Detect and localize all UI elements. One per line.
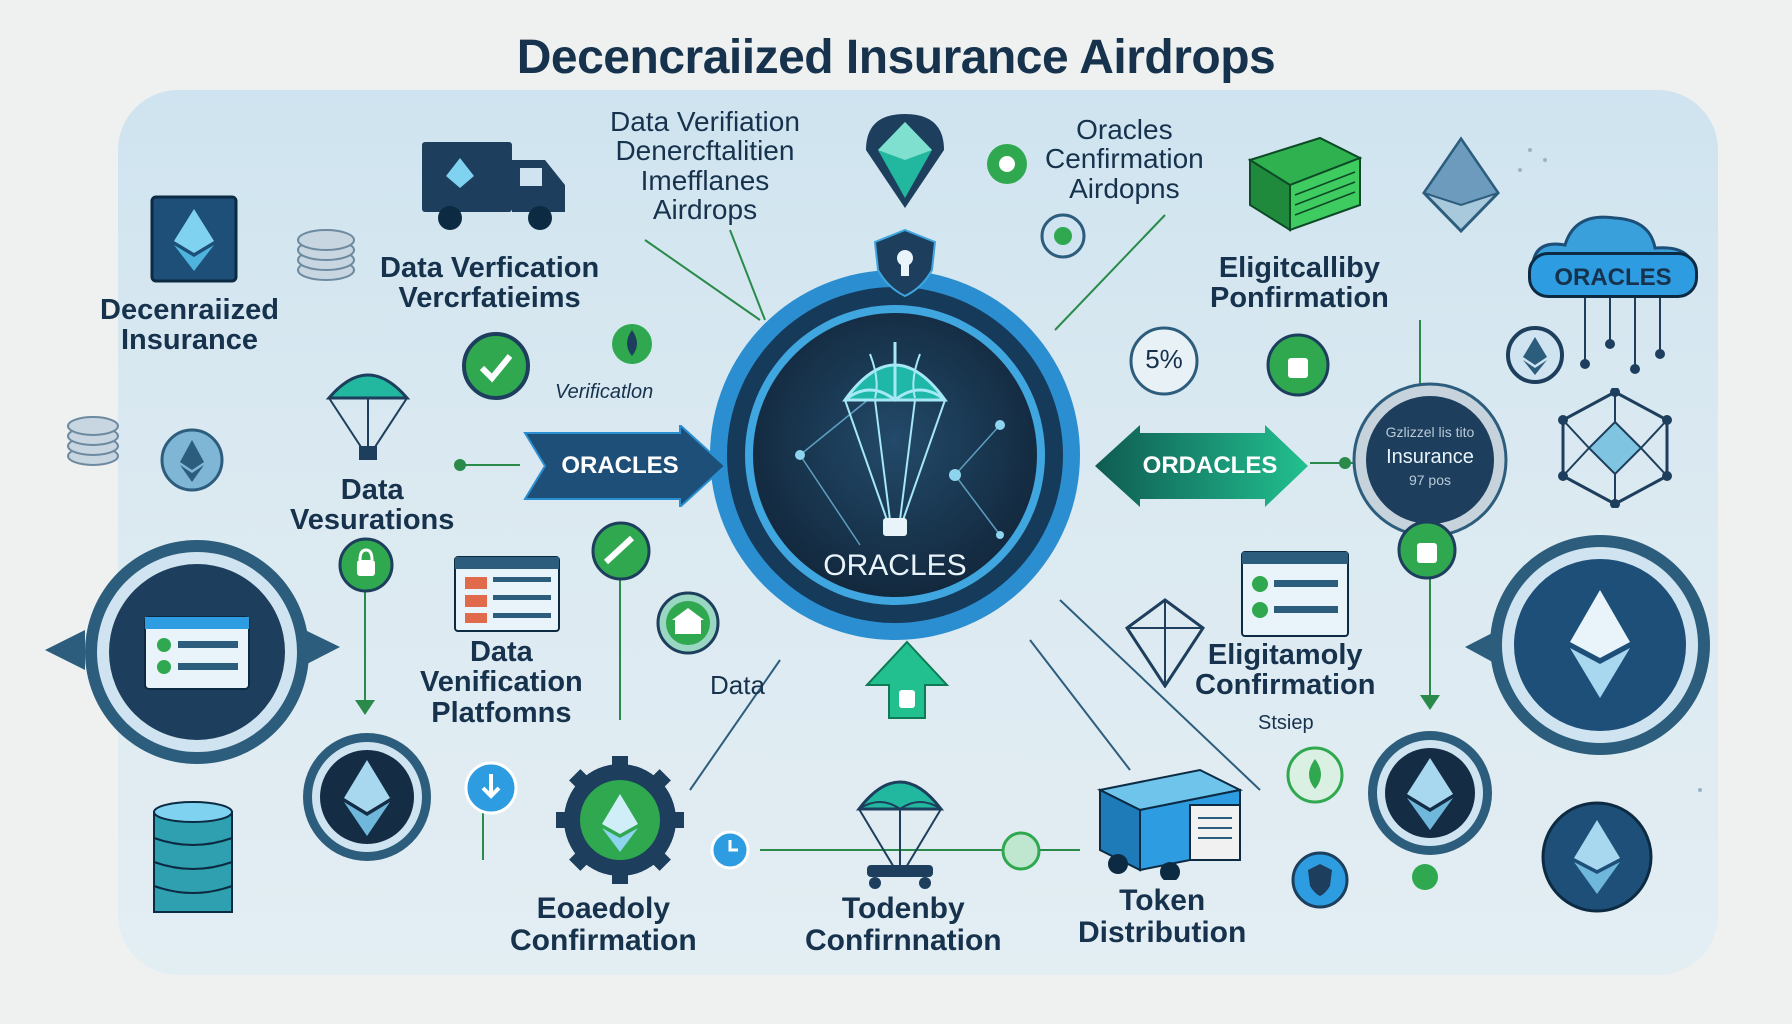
data-platforms-line1: Data — [469, 636, 533, 668]
data-platforms-line2: Venification — [420, 666, 583, 699]
decentralized-insurance-line1: Decenraiized — [100, 294, 279, 326]
eligibility-top-line1: Eligitcalliby — [1218, 252, 1380, 284]
data-platforms-line3: Platfomns — [431, 696, 572, 729]
ethereum-ring-icon — [303, 733, 431, 861]
green-badge-icon — [987, 144, 1027, 184]
insurance-seal-icon — [1352, 382, 1508, 538]
steep-label: Stsiep — [1258, 712, 1314, 734]
ethereum-tile-icon — [150, 195, 238, 283]
percent-badge-bg — [1129, 326, 1199, 396]
top-center-line4: Airdrops — [652, 194, 758, 226]
seal-line2: Insurance — [1386, 446, 1474, 468]
top-center-label: Data Verifiation Denercftalitien Imeffla… — [610, 107, 800, 225]
parachute-bottom-icon — [855, 780, 945, 889]
decentralized-insurance-label: Decenraiized Insurance — [100, 295, 279, 356]
ethereum-ring-icon-2 — [1368, 731, 1492, 855]
coin-icon — [1040, 213, 1086, 259]
pointer-arrow-left-2 — [1465, 630, 1498, 665]
stacked-documents-icon — [1247, 136, 1363, 232]
data-verification-line2: Vercrfatieims — [398, 282, 581, 315]
parachute-icon — [842, 342, 948, 536]
cloud-oracles-label: ORACLES — [1528, 252, 1698, 298]
pointer-arrow-right — [305, 630, 340, 665]
ethereum-coin-icon-2 — [1541, 801, 1653, 913]
seal-line1: Gzlizzel lis tito — [1385, 424, 1475, 440]
page-title: Decencraiized Insurance Airdrops — [516, 31, 1276, 84]
bottom-right-line2: Distribution — [1078, 915, 1247, 949]
data-verification-line1: Data Verfication — [380, 252, 600, 284]
verification-small-label: Verificatlon — [555, 381, 654, 403]
green-dot-small-icon — [1412, 864, 1438, 890]
shield-icon — [873, 228, 937, 298]
data-vesurations-label: Data Vesurations — [290, 475, 454, 536]
percent-badge: 5% — [1145, 344, 1183, 374]
bottom-mid-line2: Confirnnation — [805, 923, 1002, 957]
data-vesurations-line1: Data — [340, 474, 404, 506]
top-center-line2: Denercftalitien — [615, 135, 795, 167]
oracles-arrow-right — [1095, 425, 1308, 507]
parachute-small-icon — [325, 373, 411, 460]
clock-badge-icon — [710, 830, 750, 870]
eligibility-bottom-line2: Confirmation — [1195, 669, 1376, 702]
central-oracle-hub — [710, 270, 1080, 640]
bottom-mid-line1: Todenby — [841, 892, 965, 925]
lock-badge-icon-3 — [1397, 520, 1457, 580]
bottom-left-label: Eoaedoly Confirmation — [510, 893, 697, 956]
drop-badge-icon — [612, 324, 652, 364]
data-vesurations-line2: Vesurations — [290, 504, 455, 537]
oracles-arrow-right-label: ORDACLES — [1142, 452, 1278, 479]
delivery-truck-icon — [1096, 768, 1244, 880]
lock-badge-icon-2 — [1266, 333, 1330, 397]
top-right-line3: Airdopns — [1069, 172, 1180, 204]
diamond-outline-icon — [1125, 598, 1205, 688]
seal-line3: 97 pos — [1408, 472, 1452, 488]
bottom-right-label: Token Distribution — [1078, 885, 1246, 948]
data-small-label: Data — [710, 670, 765, 700]
top-center-line1: Data Verifiation — [610, 106, 800, 137]
lock-badge-icon — [338, 537, 394, 593]
browser-window-icon-2 — [1241, 551, 1349, 637]
top-right-label: Oracles Cenfirmation Airdopns — [1045, 114, 1204, 204]
bottom-left-line2: Confirmation — [510, 923, 697, 957]
hub-label: ORACLES — [823, 549, 967, 582]
upload-arrow-icon — [865, 640, 950, 719]
gear-badge-icon — [556, 756, 684, 884]
top-right-line2: Cenfirmation — [1045, 143, 1204, 175]
decentralized-insurance-line2: Insurance — [120, 324, 258, 357]
download-badge-icon — [464, 761, 518, 815]
bottom-mid-label: Todenby Confirnnation — [805, 893, 1002, 956]
top-right-line1: Oracles — [1076, 114, 1173, 145]
bank-badge-icon — [656, 591, 720, 655]
truck-icon — [422, 142, 565, 230]
top-center-line3: Imefflanes — [640, 164, 770, 196]
eligibility-top-label: Eligitcalliby Ponfirmation — [1210, 253, 1389, 314]
data-verification-label: Data Verfication Vercrfatieims — [380, 253, 599, 314]
bottom-right-line1: Token — [1119, 884, 1206, 917]
ethereum-big-ring-icon — [1490, 535, 1710, 755]
diamond-pin-icon — [866, 114, 944, 208]
ethereum-outline-icon — [1422, 136, 1500, 234]
pointer-arrow-left — [45, 630, 85, 670]
data-platforms-label: Data Venification Platfomns — [420, 636, 583, 729]
eligibility-bottom-label: Eligitamoly Confirmation — [1195, 640, 1375, 701]
oracles-arrow-left-label: ORACLES — [561, 452, 679, 479]
ethereum-coin-icon — [160, 428, 224, 492]
bottom-left-line1: Eoaedoly — [536, 892, 671, 925]
ethereum-small-coin-icon — [1506, 326, 1564, 384]
check-badge-icon — [462, 332, 530, 400]
shield-circle-icon — [1291, 851, 1349, 909]
coin-stack-icon — [297, 229, 355, 281]
eligibility-top-line2: Ponfirmation — [1210, 282, 1389, 315]
browser-window-icon — [454, 556, 560, 632]
oracles-arrow-left — [523, 425, 727, 507]
coin-stack-icon-2 — [67, 416, 119, 466]
green-dot-icon — [1001, 831, 1041, 871]
drop-circle-icon — [1286, 746, 1344, 804]
network-hexagon-icon — [1558, 388, 1672, 508]
dashboard-ring-icon — [85, 540, 309, 764]
eligibility-bottom-line1: Eligitamoly — [1207, 639, 1363, 671]
pen-badge-icon — [591, 521, 651, 581]
database-icon — [153, 801, 233, 913]
